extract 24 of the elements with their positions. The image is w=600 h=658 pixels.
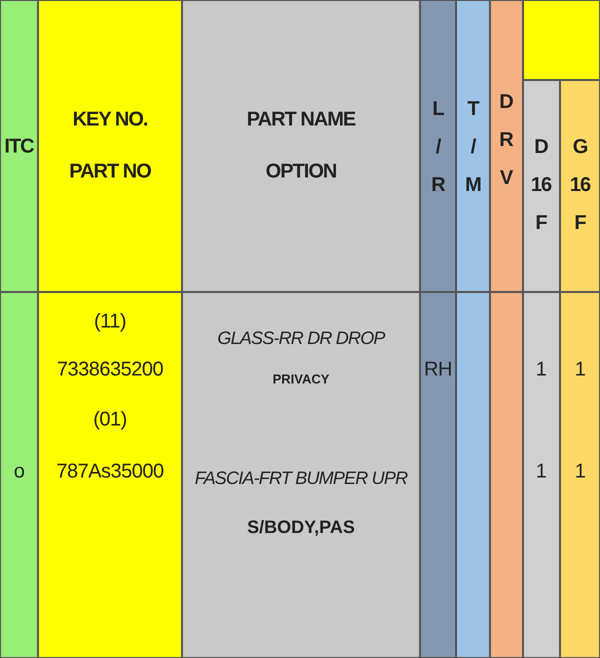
column-header: PART NAME xyxy=(246,108,356,132)
quantity: 1 xyxy=(574,460,586,484)
side-code: RH xyxy=(424,358,452,382)
column-header: G 16 F xyxy=(570,135,590,236)
column-header: D R V xyxy=(499,90,513,191)
column-header: KEY NO. xyxy=(72,108,148,132)
column-header: L / R xyxy=(431,97,445,198)
option-text: S/BODY,PAS xyxy=(247,516,355,539)
option-text: PRIVACY xyxy=(272,370,330,389)
column-header: T / M xyxy=(465,97,481,198)
part-name: GLASS-RR DR DROP xyxy=(217,326,385,350)
itc-code: o xyxy=(14,460,24,484)
key-number: (11) xyxy=(94,310,126,334)
quantity: 1 xyxy=(536,460,546,484)
quantity: 1 xyxy=(536,358,546,382)
key-number: (01) xyxy=(93,408,127,432)
column-header: D 16 F xyxy=(530,135,552,236)
part-name: FASCIA-FRT BUMPER UPR xyxy=(194,466,408,490)
column-header: PART NO xyxy=(69,160,151,184)
part-number: 7338635200 xyxy=(56,358,164,382)
column-header: OPTION xyxy=(266,160,336,184)
quantity: 1 xyxy=(574,358,586,382)
column-header: ITC xyxy=(4,134,34,160)
part-number: 787As35000 xyxy=(56,460,164,484)
